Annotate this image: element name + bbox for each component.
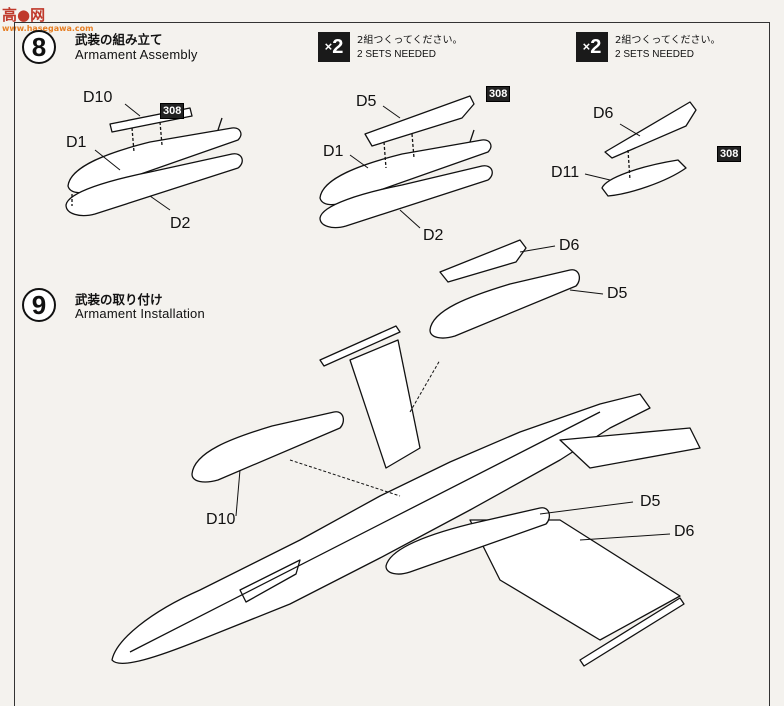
part-label-d10: D10	[206, 511, 236, 528]
part-label-d2: D2	[170, 215, 191, 232]
page-frame	[14, 22, 770, 706]
part-label-d11: D11	[551, 164, 580, 181]
fuel-tank-d5-loose	[429, 269, 581, 339]
fuel-tank-d1-d2-left	[65, 117, 243, 217]
part-label-d1: D1	[323, 143, 344, 160]
step-8-number: 8	[22, 30, 56, 64]
quantity-note-a-jp: 2組つくってください。	[357, 35, 463, 46]
pylon-d5	[364, 95, 475, 169]
underwing-tank-d5	[385, 507, 551, 575]
step-9-number: 9	[22, 288, 56, 322]
part-label-d6: D6	[593, 105, 614, 122]
fuel-tank-d10-loose	[191, 411, 345, 483]
quantity-note-b-jp: 2組つくってください。	[615, 35, 721, 46]
quantity-note-b-en: 2 SETS NEEDED	[615, 49, 694, 60]
decal-badge-308: 308	[160, 103, 185, 119]
step-8-title-jp: 武装の組み立て	[75, 32, 163, 47]
watermark-logo: 高●网 www.hasegawa.com	[2, 6, 94, 33]
quantity-note-a-en: 2 SETS NEEDED	[357, 49, 436, 60]
quantity-badge-b: ×2	[576, 32, 608, 62]
part-label-d10: D10	[83, 89, 113, 106]
pylon-d6-rack-d11	[601, 101, 697, 197]
decal-badge-308: 308	[717, 146, 742, 162]
step-9-title-en: Armament Installation	[75, 306, 205, 321]
step-8-title-en: Armament Assembly	[75, 47, 198, 62]
part-label-d5: D5	[607, 285, 628, 302]
decal-badge-308: 308	[486, 86, 511, 102]
part-label-d6: D6	[559, 237, 580, 254]
step-9-title-jp: 武装の取り付け	[75, 292, 163, 307]
fuel-tank-d1-d2-middle	[319, 129, 493, 229]
wing-tip-missile	[319, 325, 685, 667]
part-label-d6: D6	[674, 523, 695, 540]
pylon-d6-loose	[439, 239, 527, 283]
part-label-d2: D2	[423, 227, 444, 244]
aircraft-body	[111, 339, 701, 664]
part-label-d5: D5	[640, 493, 661, 510]
quantity-badge-a: ×2	[318, 32, 350, 62]
part-label-d5: D5	[356, 93, 377, 110]
part-label-d1: D1	[66, 134, 87, 151]
